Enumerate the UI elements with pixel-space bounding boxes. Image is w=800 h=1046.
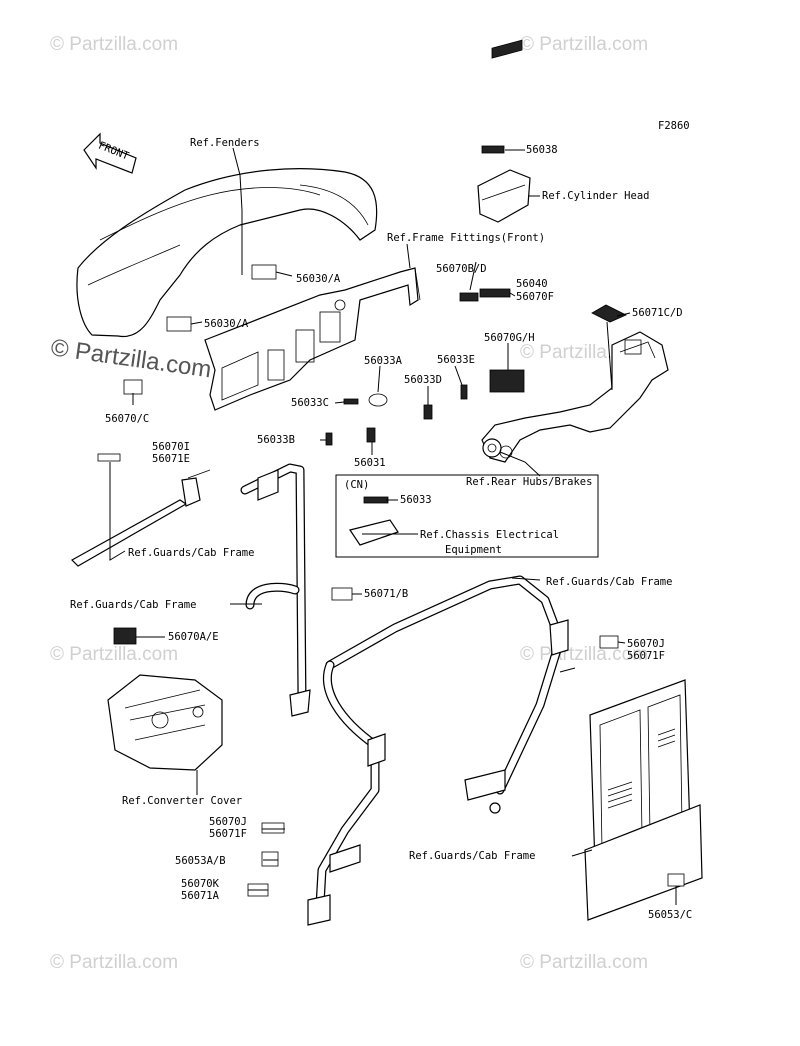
label-56070c: 56070/C <box>105 413 149 425</box>
decal-56033 <box>363 496 389 504</box>
watermark: © Partzilla.com <box>50 952 178 973</box>
decal-56033e <box>460 384 468 400</box>
label-56071f-2: 56071F <box>209 828 247 840</box>
watermark-large: © Partzilla.com <box>49 334 213 383</box>
label-ref-guards-cab-frame-3: Ref.Guards/Cab Frame <box>70 599 196 611</box>
label-56070bd: 56070B/D <box>436 263 487 275</box>
decal-56070i <box>97 453 121 462</box>
label-56033a: 56033A <box>364 355 403 367</box>
label-56033c: 56033C <box>291 397 329 409</box>
decal-56071b <box>331 587 353 601</box>
decal-56070gh <box>489 369 525 393</box>
cn-tag: (CN) <box>344 479 369 491</box>
label-ref-frame-fittings-front: Ref.Frame Fittings(Front) <box>387 232 545 244</box>
watermark: © Partzilla.com <box>520 952 648 973</box>
label-56070ae: 56070A/E <box>168 631 219 643</box>
label-ref-converter-cover: Ref.Converter Cover <box>122 795 242 807</box>
decal-56033c <box>343 398 359 405</box>
decal-56031 <box>366 427 376 443</box>
label-equipment: Equipment <box>445 544 502 556</box>
watermark: © Partzilla.com <box>520 34 648 55</box>
label-56053ab: 56053A/B <box>175 855 226 867</box>
watermark: © Partzilla.com <box>50 34 178 55</box>
guard-rod-left <box>71 469 211 567</box>
decal-56071cd <box>591 304 627 323</box>
decal-56070bd <box>459 292 479 302</box>
label-ref-cylinder-head: Ref.Cylinder Head <box>542 190 649 202</box>
label-ref-guards-cab-frame-4: Ref.Guards/Cab Frame <box>409 850 535 862</box>
label-56033e: 56033E <box>437 354 475 366</box>
label-56030a-1: 56030/A <box>296 273 341 285</box>
decal-56033b <box>325 432 333 446</box>
label-56071e: 56071E <box>152 453 190 465</box>
label-56071a: 56071A <box>181 890 220 902</box>
decal-56030a-1 <box>251 264 277 280</box>
label-56033b: 56033B <box>257 434 295 446</box>
front-arrow-icon: FRONT <box>83 132 137 174</box>
label-56070j-2: 56070J <box>209 816 247 828</box>
roll-cage <box>307 575 569 926</box>
decal-56033a <box>368 393 388 407</box>
label-ref-fenders: Ref.Fenders <box>190 137 260 149</box>
cab-frame-upright <box>240 463 311 717</box>
decal-56053c <box>667 873 685 887</box>
diagram-code: F2860 <box>658 120 690 132</box>
label-ref-guards-cab-frame-1: Ref.Guards/Cab Frame <box>128 547 254 559</box>
label-56070i: 56070I <box>152 441 190 453</box>
frame-fittings-panel <box>204 267 421 411</box>
converter-cover <box>107 674 223 771</box>
chassis-electrical-part <box>349 519 399 546</box>
decal-56070c <box>123 379 143 395</box>
label-ref-guards-cab-frame-2: Ref.Guards/Cab Frame <box>546 576 672 588</box>
label-56070f: 56070F <box>516 291 554 303</box>
decal-56030a-2 <box>166 316 192 332</box>
decal-56070j-1 <box>599 635 619 649</box>
label-56033d: 56033D <box>404 374 442 386</box>
label-56071b: 56071/B <box>364 588 408 600</box>
label-56040: 56040 <box>516 278 548 290</box>
watermark: © Partzilla.com <box>50 644 178 665</box>
leader-lines <box>109 147 677 905</box>
cylinder-head <box>477 39 531 223</box>
label-ref-chassis-electrical: Ref.Chassis Electrical <box>420 529 559 541</box>
label-56070k: 56070K <box>181 878 220 890</box>
decal-56033d <box>423 404 433 420</box>
rear-door-panel <box>584 679 703 921</box>
label-56070j-1: 56070J <box>627 638 665 650</box>
decal-56070ae <box>113 627 137 645</box>
label-cn-56033: 56033 <box>400 494 432 506</box>
fender-body <box>76 168 378 338</box>
label-ref-rear-hubs-brakes: Ref.Rear Hubs/Brakes <box>466 476 592 488</box>
decal-56038 <box>481 145 505 154</box>
label-56030a-2: 56030/A <box>204 318 249 330</box>
label-56031: 56031 <box>354 457 386 469</box>
decal-56040 <box>479 288 511 298</box>
label-56071cd: 56071C/D <box>632 307 683 319</box>
cn-box <box>335 474 599 558</box>
label-56038: 56038 <box>526 144 558 156</box>
label-56070gh: 56070G/H <box>484 332 535 344</box>
decal-56053ab <box>261 851 279 867</box>
label-56053c: 56053/C <box>648 909 692 921</box>
vent-slats <box>607 728 676 809</box>
rear-hubs-brakes <box>481 331 669 463</box>
decal-56070j-2 <box>261 822 285 834</box>
label-56071f-1: 56071F <box>627 650 665 662</box>
